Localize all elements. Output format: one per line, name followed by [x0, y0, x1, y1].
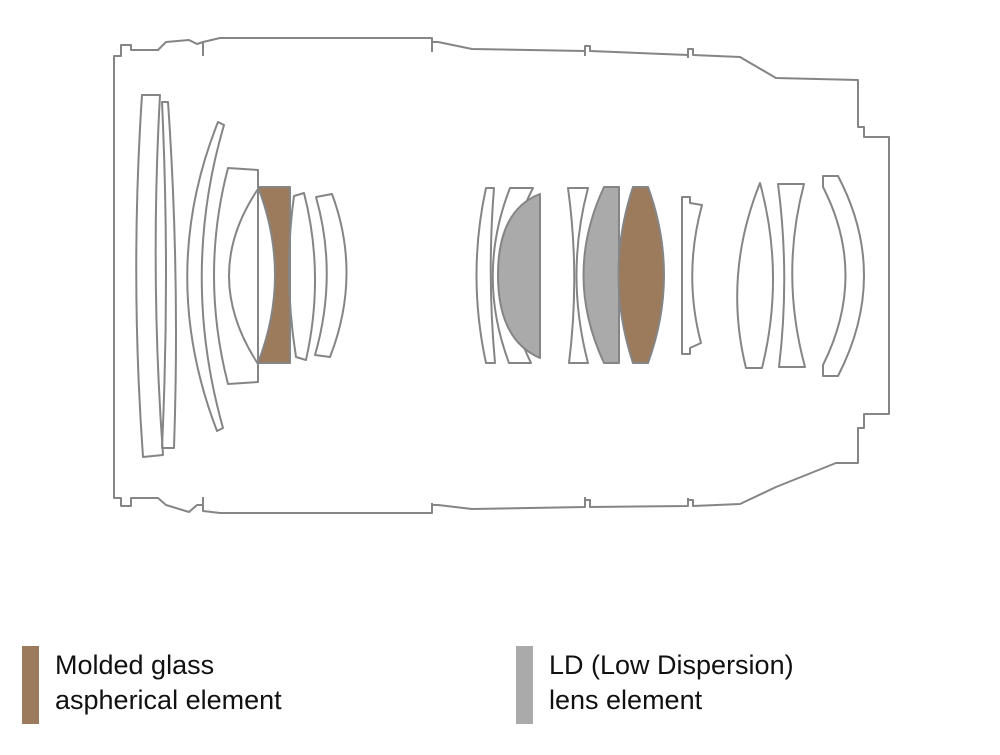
- lens-element: [822, 175, 865, 377]
- lens-construction-diagram: [113, 37, 890, 514]
- lens-element: [681, 196, 703, 355]
- ld-element-swatch: [516, 646, 533, 724]
- legend-label-line: lens element: [549, 685, 703, 715]
- legend-label-line: LD (Low Dispersion): [549, 650, 794, 680]
- legend-item-ld-element: LD (Low Dispersion) lens element: [516, 646, 956, 724]
- lens-element: [736, 182, 774, 369]
- lens-element: [567, 187, 589, 364]
- legend-item-molded-aspherical: Molded glass aspherical element: [22, 646, 442, 724]
- lens-element: [287, 192, 316, 361]
- molded-aspherical-swatch: [22, 646, 39, 724]
- lens-element: [161, 101, 177, 449]
- lens-element: [135, 94, 164, 458]
- lens-element: [777, 183, 806, 368]
- legend-label: LD (Low Dispersion) lens element: [549, 648, 794, 718]
- aspherical-element: [257, 186, 291, 364]
- aspherical-element: [617, 186, 665, 364]
- legend-label-line: aspherical element: [55, 685, 282, 715]
- lens-element: [186, 121, 225, 432]
- legend-label: Molded glass aspherical element: [55, 648, 282, 718]
- lens-element: [475, 187, 496, 364]
- lens-element: [314, 193, 348, 358]
- ld-element: [497, 193, 541, 359]
- ld-element: [582, 186, 620, 364]
- legend-label-line: Molded glass: [55, 650, 215, 680]
- lens-element: [213, 167, 259, 385]
